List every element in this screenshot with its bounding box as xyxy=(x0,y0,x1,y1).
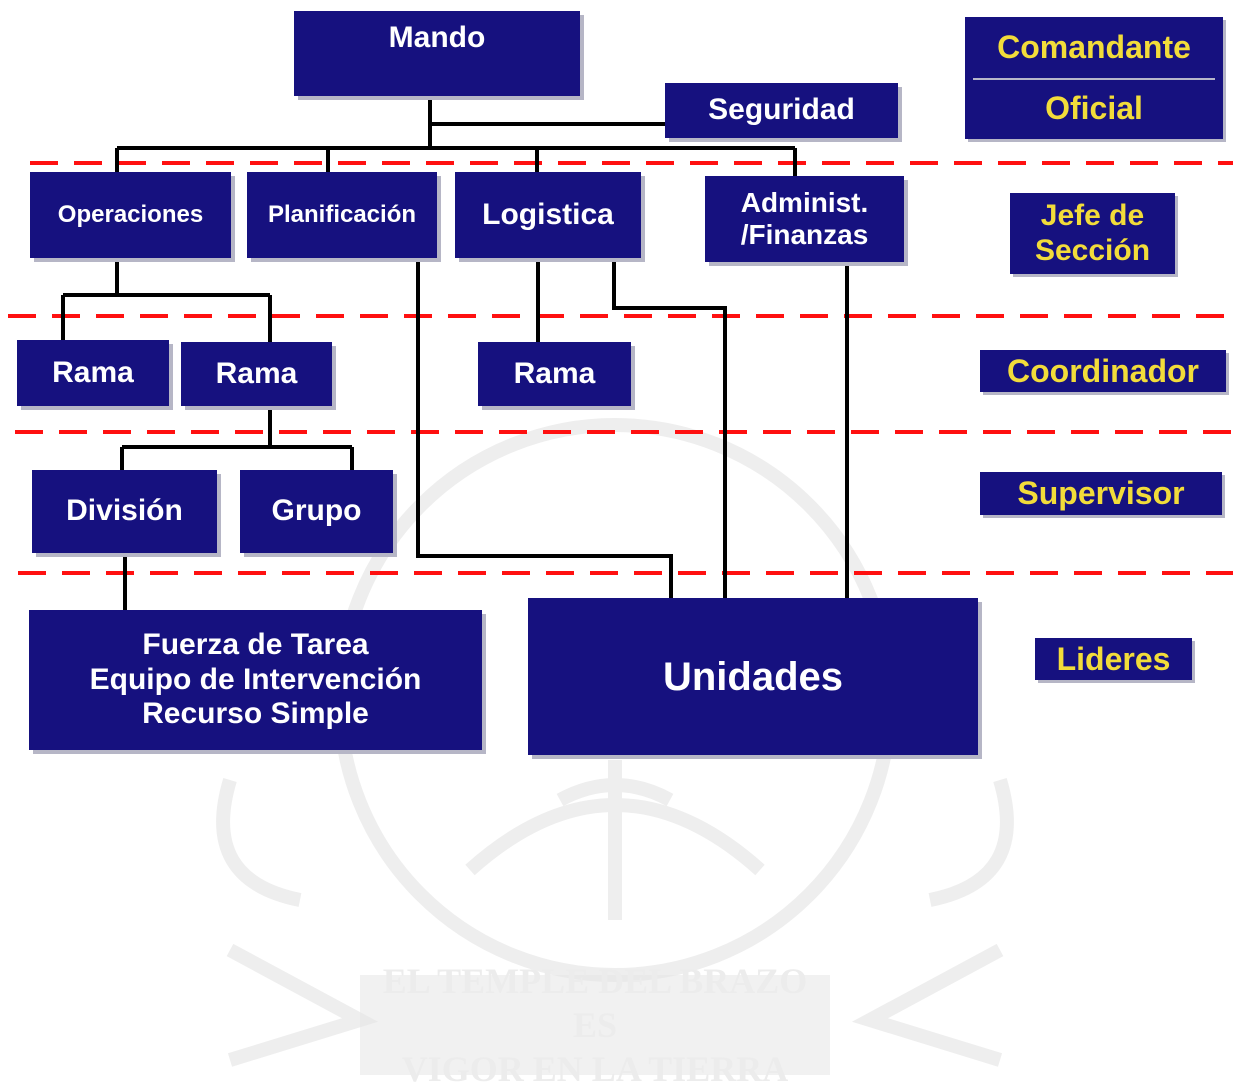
level-oficial: Oficial xyxy=(1045,90,1143,126)
rama-box-2[interactable]: Rama xyxy=(181,342,332,406)
rama-box-3[interactable]: Rama xyxy=(478,342,631,406)
operaciones-box[interactable]: Operaciones xyxy=(30,172,231,258)
logistica-box[interactable]: Logistica xyxy=(455,172,641,258)
level-comandante: Comandante xyxy=(997,29,1191,65)
motto-line-1: EL TEMPLE DEL BRAZO ES xyxy=(382,961,808,1045)
level-jefe-seccion: Jefe de Sección xyxy=(1010,193,1175,274)
level-separator xyxy=(973,78,1215,80)
rama-box-1[interactable]: Rama xyxy=(17,340,169,406)
level-lideres: Lideres xyxy=(1035,638,1192,680)
connector-logistica-unidades xyxy=(612,258,727,598)
seguridad-box[interactable]: Seguridad xyxy=(665,83,898,138)
connector-rama-divisions xyxy=(120,406,354,470)
planificacion-box[interactable]: Planificación xyxy=(247,172,437,258)
motto-line-2: VIGOR EN LA TIERRA xyxy=(401,1049,789,1089)
mando-box[interactable]: Mando xyxy=(294,11,580,96)
level-supervisor: Supervisor xyxy=(980,472,1222,515)
unidades-box[interactable]: Unidades xyxy=(528,598,978,755)
level-comandante-oficial: Comandante Oficial xyxy=(965,17,1223,139)
connector-planificacion-unidades xyxy=(416,258,673,598)
administ-finanzas-box[interactable]: Administ. /Finanzas xyxy=(705,176,904,262)
watermark-motto: EL TEMPLE DEL BRAZO ES VIGOR EN LA TIERR… xyxy=(360,961,830,1089)
connector-operaciones-ramas xyxy=(61,258,272,342)
grupo-box[interactable]: Grupo xyxy=(240,470,393,553)
fuerza-equipo-recurso-box[interactable]: Fuerza de Tarea Equipo de Intervención R… xyxy=(29,610,482,750)
level-coordinador: Coordinador xyxy=(980,350,1226,392)
division-box[interactable]: División xyxy=(32,470,217,553)
